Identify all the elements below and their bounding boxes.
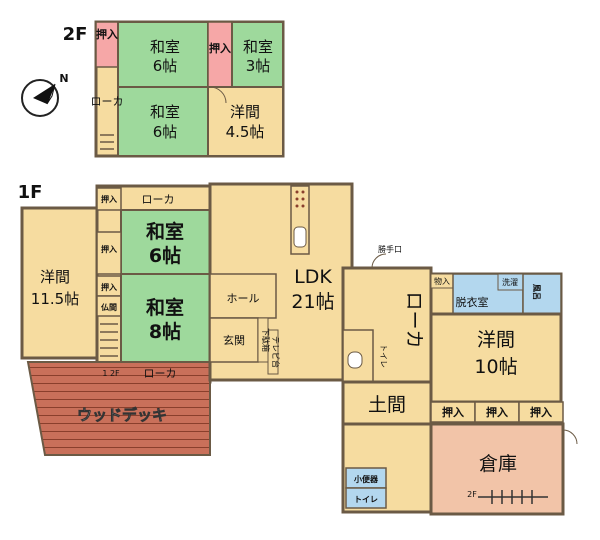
label-1f-genkan: 玄関 [223, 333, 245, 347]
label-1f-oshiire-2: 押入 [486, 405, 508, 419]
label-1f-ldk-size: 21帖 [291, 291, 334, 313]
wood-deck [26, 361, 211, 456]
label-1f-oshiire-top: 押入 [101, 194, 117, 204]
label-2f-corridor: ローカ [91, 95, 124, 108]
room-1f-oshiire-mid [96, 231, 122, 275]
label-1f-yoshitsu-10-name: 洋間 [477, 329, 515, 351]
label-1f-oshiire-mid: 押入 [101, 244, 117, 254]
room-1f-furo [522, 273, 562, 315]
label-1f-oshiire-1: 押入 [442, 405, 464, 419]
label-1f-corridor-bottom: ローカ [144, 367, 177, 380]
stove-icon [295, 190, 305, 208]
label-1f-butsuma: 仏間 [100, 303, 117, 312]
label-wood-deck: ウッドデッキ [77, 406, 167, 424]
label-1f-shobenki: 小便器 [353, 474, 379, 484]
sink-icon [293, 226, 307, 248]
label-kattekuchi: 勝手口 [378, 244, 402, 254]
label-1f-soko-stair: 2F [467, 490, 477, 499]
label-2f-washitsu-6b-name: 和室 [150, 103, 180, 121]
second-floor-plan [94, 20, 285, 158]
label-1f-sentaku: 洗濯 [502, 277, 518, 287]
label-1f-ldk-name: LDK [294, 266, 332, 288]
label-2f-oshiire-b: 押入 [209, 41, 231, 55]
label-1f-corridor-top: ローカ [142, 193, 175, 206]
label-1f-datsuishitsu: 脱衣室 [456, 295, 489, 309]
label-2f-yoshitsu-name: 洋間 [230, 103, 260, 121]
label-2f-washitsu-3-name: 和室 [243, 38, 273, 56]
floor-label-2f: 2F [63, 24, 88, 45]
room-1f-oshiire-3 [518, 401, 564, 423]
room-2f-yoshitsu [207, 86, 284, 157]
label-2f-washitsu-6a-size: 6帖 [153, 57, 178, 75]
room-1f-yoshitsu-large [20, 206, 99, 360]
label-1f-toilet-b: トイレ [354, 495, 378, 504]
room-1f-washitsu-6 [120, 209, 211, 275]
label-2f-washitsu-3-size: 3帖 [246, 57, 271, 75]
label-1f-yoshitsu-10-size: 10帖 [474, 356, 517, 378]
compass-icon: N [21, 72, 69, 117]
room-1f-doma [341, 380, 433, 426]
label-1f-yoshitsu-large-size: 11.5帖 [31, 290, 79, 308]
label-1f-toilet-a: トイレ [379, 344, 388, 368]
room-1f-yoshitsu-10 [429, 312, 563, 404]
label-getabako: 下駄箱 [261, 328, 271, 352]
label-1f-furo: 風呂 [532, 284, 541, 300]
label-2f-yoshitsu-size: 4.5帖 [226, 123, 265, 141]
label-1f-doma: 土間 [368, 394, 406, 416]
label-1f-washitsu-6-name: 和室 [146, 220, 184, 243]
room-1f-toilet-b [345, 487, 387, 509]
room-1f-soko [429, 422, 565, 516]
room-1f-hall [209, 273, 277, 319]
room-2f-washitsu-6b [117, 86, 209, 157]
label-1f-hall: ホール [227, 292, 260, 305]
label-1f-washitsu-8-size: 8帖 [149, 320, 181, 343]
label-1f-corridor-right: ローカ [403, 291, 425, 348]
label-1f-oshiire-3: 押入 [530, 405, 552, 419]
label-2f-oshiire-a-1: 押入 [96, 27, 118, 41]
label-2f-washitsu-6b-size: 6帖 [153, 123, 178, 141]
label-1f-oshiire-low: 押入 [101, 282, 117, 292]
label-2f-washitsu-6a-name: 和室 [150, 38, 180, 56]
label-1f-washitsu-8-name: 和室 [146, 296, 184, 319]
label-1f-monoire: 物入 [434, 276, 450, 286]
label-1f-washitsu-6-size: 6帖 [149, 244, 181, 267]
tv-stand [267, 329, 279, 375]
first-floor-plan [20, 182, 578, 516]
soko-stair [478, 490, 548, 504]
room-1f-genkan [209, 317, 259, 363]
label-1f-stair: 1 2F [102, 369, 120, 378]
compass-north-label: N [59, 72, 68, 85]
label-1f-yoshitsu-large-name: 洋間 [40, 268, 70, 286]
label-1f-soko: 倉庫 [479, 453, 517, 475]
label-tv-stand: テレビ台 [271, 336, 281, 368]
floor-label-1f: 1F [18, 182, 43, 203]
room-1f-oshiire-top [96, 187, 122, 211]
toilet-icon [347, 351, 363, 369]
